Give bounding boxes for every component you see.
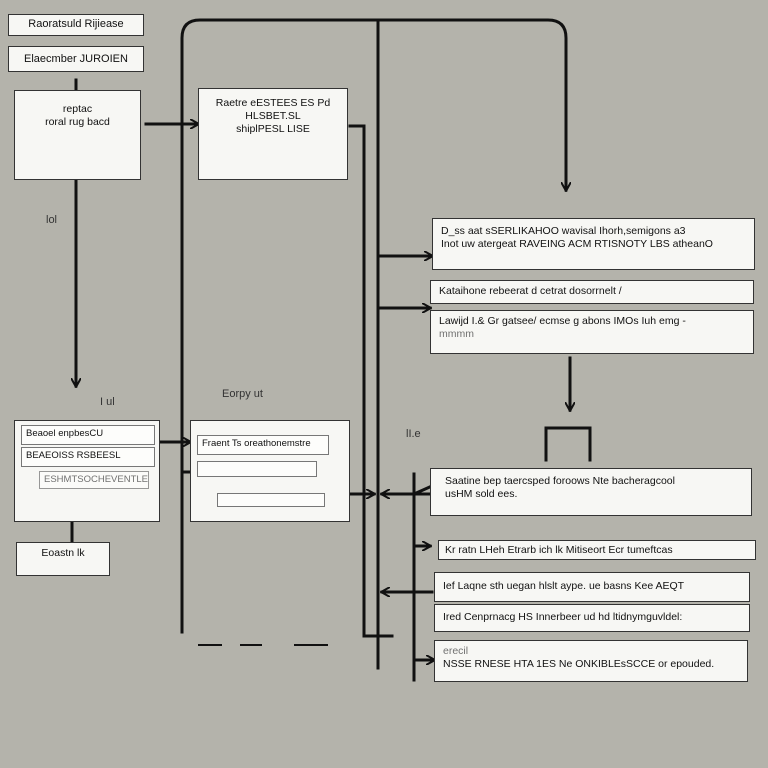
process-box-7: Fraent Ts oreathonemstre — [190, 420, 350, 522]
header-tab-bottom: Elaecmber JUROIEN — [8, 46, 144, 72]
box-7-field-1: Fraent Ts oreathonemstre — [197, 435, 329, 455]
box-13-line-2: NSSE RNESE HTA 1ES Ne ONKIBLEsSCCE or ep… — [443, 658, 715, 671]
box-2-line-1: Raetre eESTEES ES Pd — [215, 97, 331, 109]
process-box-8: Eoastn lk — [16, 542, 110, 576]
header-tab-top: Raoratsuld Rijiease — [8, 14, 144, 36]
box-6-field-3: ESHMTSOCHEVENTLE — [39, 471, 149, 489]
process-box-2: Raetre eESTEES ES Pd HLSBET.SL shiplPESL… — [198, 88, 348, 180]
process-box-10: Kr ratn LHeh Etrarb ich lk Mitiseort Ecr… — [438, 540, 756, 560]
box-6-line-2: BEAEOISS RSBEESL — [26, 450, 121, 461]
process-box-6: Beaoel enpbesCU BEAEOISS RSBEESL ESHMTSO… — [14, 420, 160, 522]
process-box-3: D_ss aat sSERLIKAHOO wavisal Ihorh,semig… — [432, 218, 755, 270]
dash-mark-3 — [294, 644, 328, 646]
box-5-line-1: Lawijd I.& Gr gatsee/ ecmse g abons IMOs… — [439, 315, 686, 327]
annotation-label-3: Eorpy ut — [222, 388, 263, 400]
box-6-line-3: ESHMTSOCHEVENTLE — [44, 474, 148, 485]
box-9-line-2: usHM sold ees. — [445, 488, 518, 501]
annotation-label-1: lol — [46, 214, 58, 226]
header-tab-top-label: Raoratsuld Rijiease — [28, 18, 124, 30]
header-tab-bottom-label: Elaecmber JUROIEN — [24, 53, 128, 65]
dash-mark-1 — [198, 644, 222, 646]
process-box-13: erecil NSSE RNESE HTA 1ES Ne ONKIBLEsSCC… — [434, 640, 748, 682]
box-6-line-1: Beaoel enpbesCU — [26, 428, 104, 439]
box-11-line-1: Ief Laqne sth uegan hlslt aype. ue basns… — [443, 580, 685, 592]
box-10-line-1: Kr ratn LHeh Etrarb ich lk Mitiseort Ecr… — [445, 544, 673, 556]
box-7-field-2 — [197, 461, 317, 477]
process-box-4: Kataihone rebeerat d cetrat dosorrnelt / — [430, 280, 754, 304]
box-4-line-1: Kataihone rebeerat d cetrat dosorrnelt / — [439, 285, 622, 297]
box-13-line-1: erecil — [443, 645, 469, 657]
box-5-line-2: mmmm — [439, 328, 474, 341]
box-9-line-1: Saatine bep taercsped foroows Nte bacher… — [445, 475, 675, 487]
box-2-line-3: shiplPESL LISE — [236, 123, 310, 136]
process-box-11: Ief Laqne sth uegan hlslt aype. ue basns… — [434, 572, 750, 602]
box-12-line-1: Ired Cenprnacg HS Innerbeer ud hd ltidny… — [443, 611, 683, 623]
box-6-field-1: Beaoel enpbesCU — [21, 425, 155, 445]
box-8-line-1: Eoastn lk — [41, 547, 85, 559]
process-box-9: Saatine bep taercsped foroows Nte bacher… — [430, 468, 752, 516]
box-6-field-2: BEAEOISS RSBEESL — [21, 447, 155, 467]
annotation-label-2: I ul — [100, 396, 115, 408]
process-box-1: reptac roral rug bacd — [14, 90, 141, 180]
process-box-5: Lawijd I.& Gr gatsee/ ecmse g abons IMOs… — [430, 310, 754, 354]
annotation-label-4: lI.e — [406, 428, 421, 440]
dash-mark-2 — [240, 644, 262, 646]
box-2-line-2: HLSBET.SL — [245, 110, 301, 123]
box-1-line-3: roral rug bacd — [45, 116, 110, 129]
box-3-line-2: Inot uw atergeat RAVEING ACM RTISNOTY LB… — [441, 238, 713, 251]
box-7-line-1: Fraent Ts oreathonemstre — [202, 438, 311, 449]
process-box-12: Ired Cenprnacg HS Innerbeer ud hd ltidny… — [434, 604, 750, 632]
box-1-line-2: reptac — [62, 103, 93, 115]
box-3-line-1: D_ss aat sSERLIKAHOO wavisal Ihorh,semig… — [441, 225, 686, 237]
box-7-field-3 — [217, 493, 325, 507]
